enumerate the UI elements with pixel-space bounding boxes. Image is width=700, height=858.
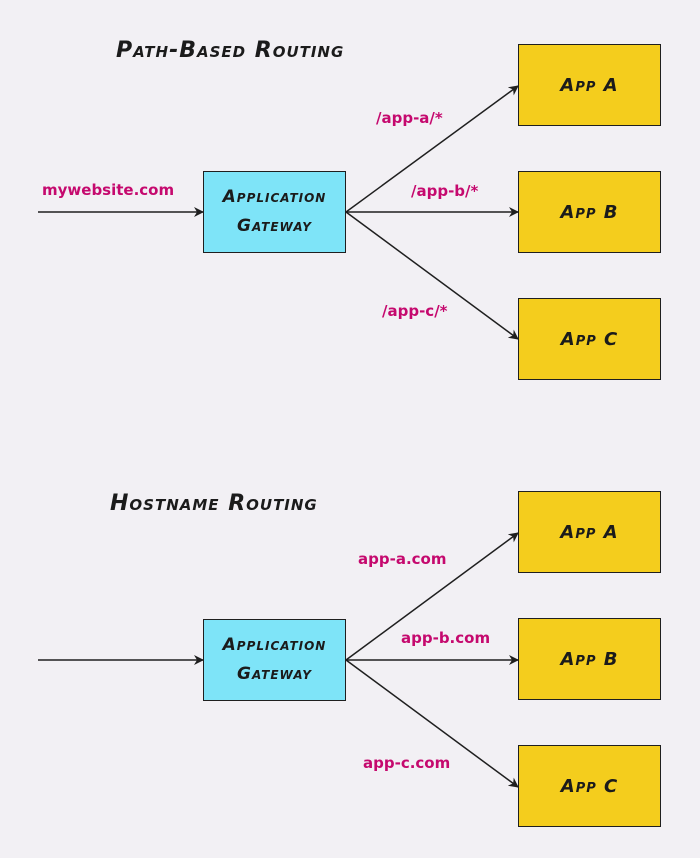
path-app-a-box: App A: [518, 44, 661, 126]
path-app-b-box: App B: [518, 171, 661, 253]
host-app-b-box: App B: [518, 618, 661, 700]
path-gateway-label: Application Gateway: [222, 187, 327, 236]
path-app-c-label: App C: [560, 328, 619, 350]
host-app-c-label: App C: [560, 775, 619, 797]
path-app-c-box: App C: [518, 298, 661, 380]
path-gateway-box: Application Gateway: [203, 171, 346, 253]
path-route-a-label: /app-a/*: [376, 109, 443, 127]
host-route-b-label: app-b.com: [401, 629, 491, 647]
host-app-a-box: App A: [518, 491, 661, 573]
path-app-b-label: App B: [560, 201, 619, 223]
path-app-a-label: App A: [560, 74, 619, 96]
host-gateway-label: Application Gateway: [222, 635, 327, 684]
path-route-c-label: /app-c/*: [382, 302, 448, 320]
host-app-a-label: App A: [560, 521, 619, 543]
path-route-c-arrow: [345, 211, 519, 340]
host-gateway-box: Application Gateway: [203, 619, 346, 701]
host-route-a-label: app-a.com: [358, 550, 447, 568]
host-app-b-label: App B: [560, 648, 619, 670]
path-route-b-label: /app-b/*: [411, 182, 479, 200]
path-route-a-arrow: [345, 85, 519, 213]
host-routing-title: Hostname Routing: [110, 491, 318, 516]
host-route-c-label: app-c.com: [363, 754, 451, 772]
host-app-c-box: App C: [518, 745, 661, 827]
host-route-c-arrow: [345, 659, 519, 788]
path-routing-title: Path-Based Routing: [116, 38, 345, 63]
path-entry-label: mywebsite.com: [42, 181, 175, 199]
host-route-a-arrow: [345, 532, 519, 661]
